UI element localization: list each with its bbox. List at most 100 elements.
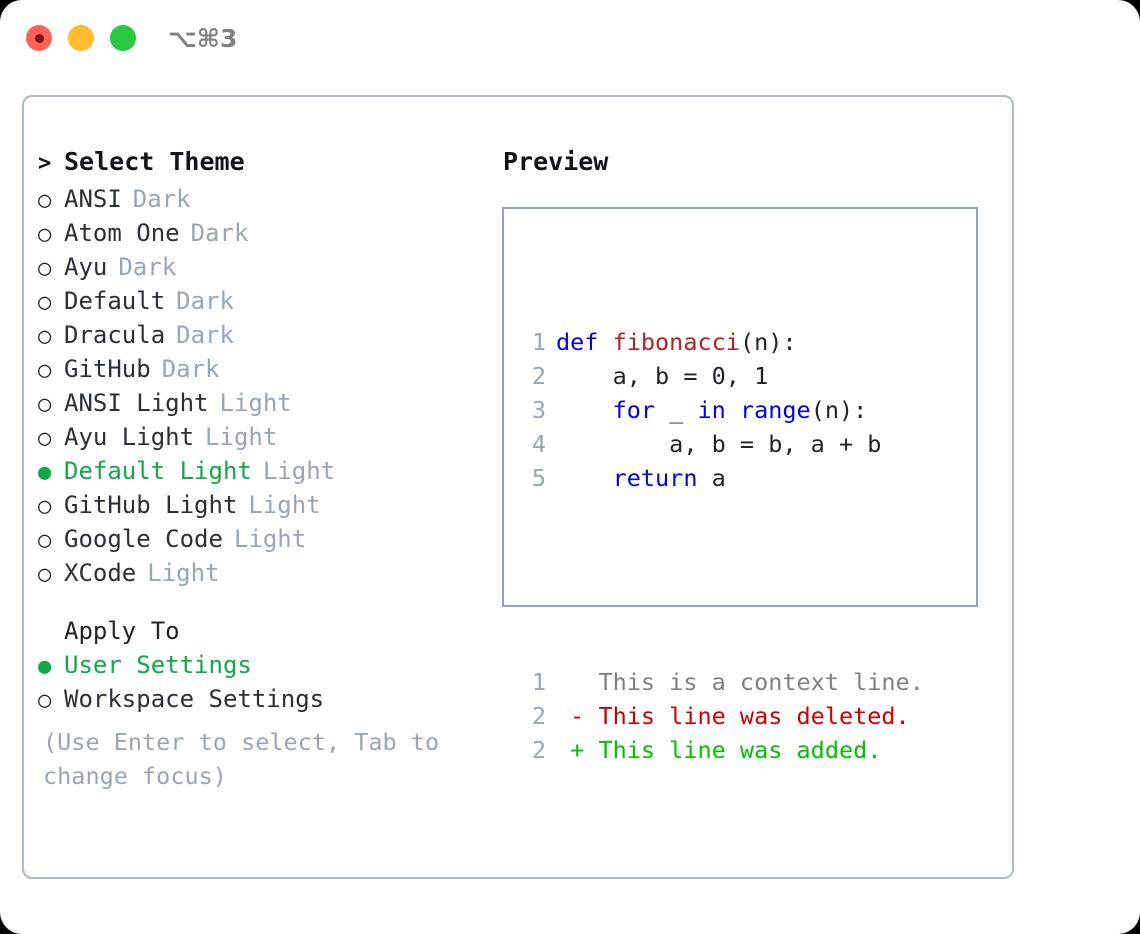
- code-token: (n):: [810, 396, 868, 424]
- line-number: 1: [531, 668, 546, 696]
- theme-list-item[interactable]: ○ Default Dark: [38, 287, 478, 321]
- radio-unselected-icon: ○: [38, 528, 52, 553]
- apply-to-option-label: User Settings: [64, 651, 252, 679]
- theme-name: GitHub Light: [64, 491, 238, 519]
- code-token: a: [697, 464, 726, 492]
- theme-list-item[interactable]: ○ Ayu Dark: [38, 253, 478, 287]
- radio-unselected-icon: ○: [38, 562, 52, 587]
- theme-kind-badge: Light: [233, 525, 307, 553]
- code-token: range: [739, 396, 811, 424]
- radio-unselected-icon: ○: [38, 392, 52, 417]
- theme-kind-badge: Light: [147, 559, 220, 587]
- theme-list-item[interactable]: ○ Dracula Dark: [38, 321, 478, 355]
- line-number: 3: [531, 396, 546, 424]
- theme-list-item[interactable]: ○ GitHub Light Light: [38, 491, 478, 525]
- theme-list-item[interactable]: ○ Google Code Light: [38, 525, 478, 559]
- diff-line-text: + This line was added.: [556, 736, 882, 764]
- code-token: return: [612, 464, 698, 492]
- code-diff-separator: [522, 563, 924, 597]
- heading-caret-icon: >: [38, 151, 52, 176]
- theme-name: Dracula: [64, 321, 166, 349]
- theme-kind-badge: Dark: [118, 253, 177, 281]
- apply-to-heading: Apply To: [38, 617, 478, 651]
- code-line: 5 return a: [522, 461, 924, 495]
- preview-title: Preview: [503, 147, 609, 176]
- theme-name: ANSI Light: [64, 389, 209, 417]
- page-title: Select Theme: [64, 147, 245, 176]
- keyboard-shortcut-label: ⌥⌘3: [168, 24, 238, 53]
- theme-list-item[interactable]: ○ ANSI Light Light: [38, 389, 478, 423]
- code-token: (n):: [739, 328, 797, 356]
- code-token: a, b = 0, 1: [556, 362, 769, 390]
- line-number: 1: [531, 328, 546, 356]
- apply-to-option[interactable]: ●User Settings: [38, 651, 478, 685]
- apply-to-label: Apply To: [64, 617, 180, 645]
- theme-name: ANSI: [64, 185, 122, 213]
- select-theme-heading: > Select Theme: [38, 147, 478, 185]
- code-token: def: [556, 328, 613, 356]
- code-line: 2 a, b = 0, 1: [522, 359, 924, 393]
- code-token: for: [612, 396, 656, 424]
- theme-name: Google Code: [64, 525, 223, 553]
- diff-line: 2 - This line was deleted.: [522, 699, 924, 733]
- theme-kind-badge: Light: [248, 491, 321, 519]
- radio-unselected-icon: ○: [38, 290, 52, 315]
- theme-kind-badge: Light: [262, 457, 336, 485]
- radio-unselected-icon: ○: [38, 688, 52, 713]
- code-line: 1 def fibonacci(n):: [522, 325, 924, 359]
- theme-list-item[interactable]: ● Default Light Light: [38, 457, 478, 491]
- line-number: 2: [531, 702, 546, 730]
- apply-to-options: ●User Settings ○ Workspace Settings: [38, 651, 478, 719]
- code-token: fibonacci: [612, 328, 740, 356]
- close-button[interactable]: [26, 25, 52, 51]
- theme-name: Ayu: [64, 253, 108, 281]
- radio-unselected-icon: ○: [38, 324, 52, 349]
- apply-to-option[interactable]: ○ Workspace Settings: [38, 685, 478, 719]
- code-token: [726, 396, 740, 424]
- code-token: [556, 464, 613, 492]
- diff-line-text: - This line was deleted.: [556, 702, 910, 730]
- theme-kind-badge: Dark: [176, 287, 234, 315]
- radio-unselected-icon: ○: [38, 222, 52, 247]
- code-token: in: [697, 396, 726, 424]
- theme-kind-badge: Dark: [161, 355, 220, 383]
- traffic-light-buttons: [26, 25, 136, 51]
- diff-line: 1 This is a context line.: [522, 665, 924, 699]
- line-number: 2: [531, 362, 546, 390]
- theme-kind-badge: Dark: [176, 321, 234, 349]
- theme-kind-badge: Light: [219, 389, 292, 417]
- line-number: 2: [531, 736, 546, 764]
- theme-name: Default Light: [64, 457, 252, 485]
- radio-unselected-icon: ○: [38, 358, 52, 383]
- theme-name: Atom One: [64, 219, 180, 247]
- diff-sample: 1 This is a context line.2 - This line w…: [522, 665, 924, 767]
- maximize-button[interactable]: [110, 25, 136, 51]
- radio-unselected-icon: ○: [38, 256, 52, 281]
- radio-selected-icon: ●: [38, 460, 52, 485]
- apply-to-option-label: Workspace Settings: [64, 685, 325, 713]
- diff-line-text: This is a context line.: [556, 668, 924, 696]
- keyboard-hint-text: (Use Enter to select, Tab to change focu…: [43, 728, 440, 790]
- minimize-button[interactable]: [68, 25, 94, 51]
- title-bar: ⌥⌘3: [0, 0, 1140, 76]
- theme-kind-badge: Dark: [132, 185, 191, 213]
- radio-unselected-icon: ○: [38, 494, 52, 519]
- diff-line: 2 + This line was added.: [522, 733, 924, 767]
- code-token: _: [655, 396, 698, 424]
- theme-name: Default: [64, 287, 166, 315]
- code-token: a, b = b, a + b: [556, 430, 882, 458]
- line-number: 4: [531, 430, 546, 458]
